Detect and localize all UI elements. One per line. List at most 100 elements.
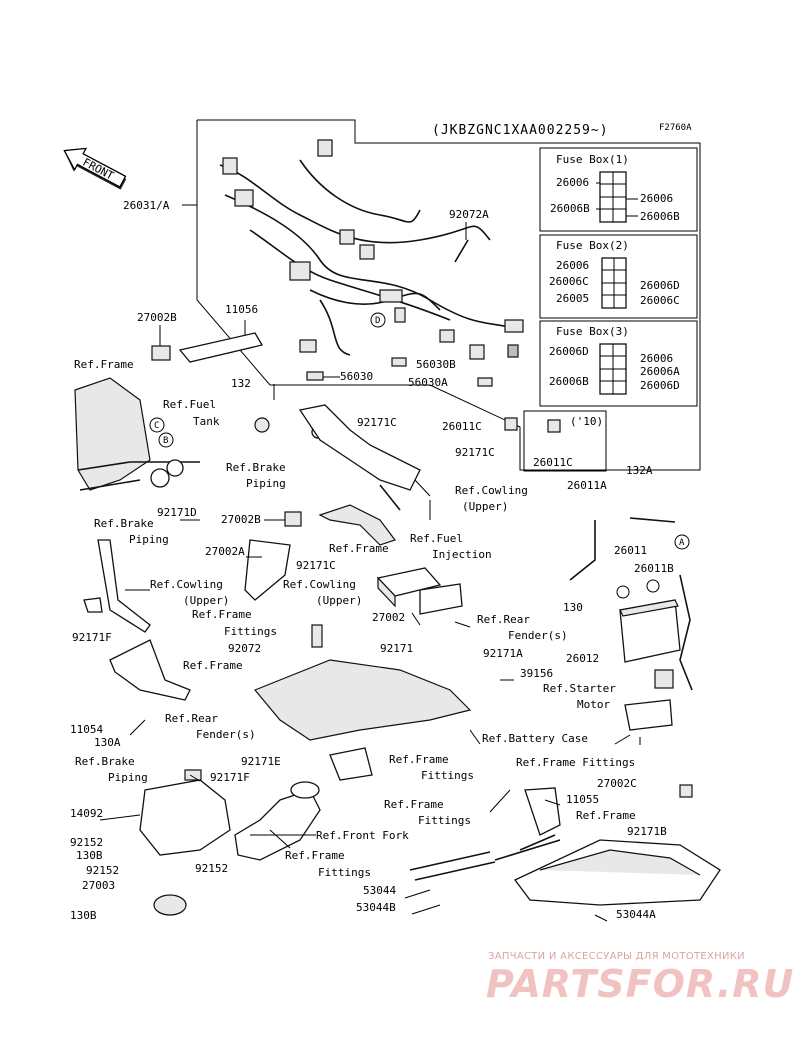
label-fender2: Fender(s) <box>196 728 256 741</box>
label-piping2: Piping <box>129 533 169 546</box>
label-p132a: 132A <box>626 464 653 477</box>
harness-group-outline <box>196 119 701 471</box>
label-p92171: 92171 <box>380 642 413 655</box>
label-p53044: 53044 <box>363 884 396 897</box>
label-refcowl3: Ref.Cowling <box>283 578 356 591</box>
label-p92171f: 92171F <box>72 631 112 644</box>
label-p92171a: 92171A <box>483 647 523 660</box>
fuse-box-3-frame <box>539 320 698 407</box>
label-injection: Injection <box>432 548 492 561</box>
serial-range: (JKBZGNC1XAA002259~) <box>432 123 609 138</box>
label-p14092: 14092 <box>70 807 103 820</box>
callout-letter-a: A <box>679 538 685 548</box>
label-p92152c: 92152 <box>195 862 228 875</box>
callout-c-1: C <box>149 417 165 433</box>
label-p92171c1: 92171C <box>357 416 397 429</box>
label-p27002a: 27002A <box>205 545 245 558</box>
fuse-box-2-left-1: 26006C <box>549 275 589 288</box>
label-p92171b: 92171B <box>627 825 667 838</box>
label-refframefit2: Ref.Frame <box>389 753 449 766</box>
label-p11055: 11055 <box>566 793 599 806</box>
main-wire-harness <box>219 139 524 360</box>
fuse-box-3-left-1: 26006B <box>549 375 589 388</box>
label-upper1: (Upper) <box>462 500 508 513</box>
fuse-box-2-right-1: 26006C <box>640 294 680 307</box>
label-refcowl2: Ref.Cowling <box>150 578 223 591</box>
fuse-box-1-right-0: 26006 <box>640 192 673 205</box>
label-refbrake2: Ref.Brake <box>94 517 154 530</box>
label-p92171c2: 92171C <box>455 446 495 459</box>
label-p11054: 11054 <box>70 723 103 736</box>
front-label: FRONT <box>81 156 117 183</box>
front-fork-parts <box>139 769 321 916</box>
label-p27003: 27003 <box>82 879 115 892</box>
label-p11056: 11056 <box>225 303 258 316</box>
relay-bracket-11056 <box>151 320 264 363</box>
label-p27002b2: 27002B <box>221 513 261 526</box>
fuse-box-1-title: Fuse Box(1) <box>556 153 629 166</box>
label-fittings2: Fittings <box>421 769 474 782</box>
figure-code: F2760A <box>659 123 692 133</box>
fuse-box-1-left-1: 26006B <box>550 202 590 215</box>
watermark-tagline: ЗАПЧАСТИ И АКСЕССУАРЫ ДЛЯ МОТОТЕХНИКИ <box>488 951 745 962</box>
fuse-box-2-title: Fuse Box(2) <box>556 239 629 252</box>
label-p26011a: 26011A <box>567 479 607 492</box>
label-p27002: 27002 <box>372 611 405 624</box>
fuse-box-1-frame <box>539 147 698 232</box>
label-reffuel: Ref.Fuel <box>163 398 216 411</box>
label-p56030: 56030 <box>340 370 373 383</box>
front-arrow-icon: FRONT <box>63 147 127 190</box>
label-fittings4: Fittings <box>418 814 471 827</box>
label-p26011: 26011 <box>614 544 647 557</box>
label-p26011b: 26011B <box>634 562 674 575</box>
label-p56030a: 56030A <box>408 376 448 389</box>
label-p27002c: 27002C <box>597 777 637 790</box>
callout-letter-b: B <box>163 436 168 446</box>
label-reffrontfork: Ref.Front Fork <box>316 829 409 842</box>
fuse-box-3-left-0: 26006D <box>549 345 589 358</box>
label-piping1: Piping <box>246 477 286 490</box>
label-p92171c3: 92171C <box>296 559 336 572</box>
callout-letter-d: D <box>375 316 380 326</box>
part-labels: 26031/A92072A27002B11056Ref.Frame132Ref.… <box>70 199 674 922</box>
label-tank: Tank <box>193 415 220 428</box>
label-refbrake3: Ref.Brake <box>75 755 135 768</box>
label-p26031a: 26031/A <box>123 199 170 212</box>
label-refframefit1: Ref.Frame <box>192 608 252 621</box>
label-p26012: 26012 <box>566 652 599 665</box>
label-p92072a: 92072A <box>449 208 489 221</box>
callout-a-1: A <box>674 534 690 550</box>
callout-letter-c: C <box>154 421 159 431</box>
label-p27002b: 27002B <box>137 311 177 324</box>
label-p130: 130 <box>563 601 583 614</box>
label-refframefit5: Ref.Frame <box>285 849 345 862</box>
label-refcowl1: Ref.Cowling <box>455 484 528 497</box>
label-fittings5: Fittings <box>318 866 371 879</box>
rear-frame-right <box>514 784 721 906</box>
label-p92171e: 92171E <box>241 755 281 768</box>
ecu-27002 <box>376 567 463 615</box>
fuse-box-1-right-1: 26006B <box>640 210 680 223</box>
label-fender1: Fender(s) <box>508 629 568 642</box>
fuse-box-1-left-0: 26006 <box>556 176 589 189</box>
starter-relay-bracket <box>624 669 674 745</box>
label-refframe2: Ref.Frame <box>329 542 389 555</box>
battery-26012 <box>569 517 693 691</box>
label-p53044b: 53044B <box>356 901 396 914</box>
label-refstarter: Ref.Starter <box>543 682 616 695</box>
label-p92171f2: 92171F <box>210 771 250 784</box>
label-refframe1: Ref.Frame <box>74 358 134 371</box>
label-reffuel2: Ref.Fuel <box>410 532 463 545</box>
label-refrear1: Ref.Rear <box>477 613 530 626</box>
fuse-box-2-frame <box>539 234 698 319</box>
label-p53044a: 53044A <box>616 908 656 921</box>
label-refrear2: Ref.Rear <box>165 712 218 725</box>
label-refframefit3: Ref.Frame Fittings <box>516 756 635 769</box>
label-upper2: (Upper) <box>183 594 229 607</box>
label-refframefit4: Ref.Frame <box>384 798 444 811</box>
cowling-bracket <box>298 404 421 546</box>
label-p92072: 92072 <box>228 642 261 655</box>
label-upper3: (Upper) <box>316 594 362 607</box>
watermark-logo: PARTSFOR.RU <box>486 962 795 1006</box>
